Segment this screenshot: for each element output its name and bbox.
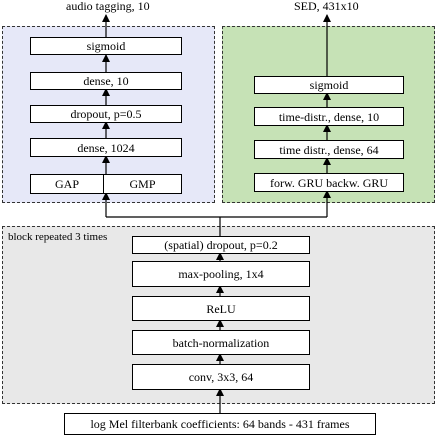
conv-3x3-box: conv, 3x3, 64 [132, 364, 310, 390]
gru-box: forw. GRU backw. GRU [254, 173, 404, 192]
batch-normalization-box: batch-normalization [132, 330, 310, 355]
dropout-05-box: dropout, p=0.5 [30, 105, 182, 123]
time-distr-dense-64-box: time distr., dense, 64 [254, 140, 404, 159]
gmp-box: GMP [104, 174, 182, 194]
spatial-dropout-box: (spatial) dropout, p=0.2 [132, 236, 310, 254]
max-pooling-box: max-pooling, 1x4 [132, 261, 310, 287]
sed-output-label: SED, 431x10 [294, 0, 359, 13]
time-distr-dense-10-box: time-distr., dense, 10 [254, 107, 404, 126]
audio-tagging-output-label: audio tagging, 10 [66, 0, 150, 13]
left-sigmoid-box: sigmoid [30, 37, 182, 55]
dense-10-box: dense, 10 [30, 72, 182, 90]
gap-box: GAP [30, 174, 104, 194]
dense-1024-box: dense, 1024 [30, 138, 182, 157]
relu-box: ReLU [132, 296, 310, 321]
input-features-box: log Mel filterbank coefficients: 64 band… [64, 413, 376, 435]
right-sigmoid-box: sigmoid [254, 76, 404, 94]
block-repeated-label: block repeated 3 times [8, 231, 108, 243]
